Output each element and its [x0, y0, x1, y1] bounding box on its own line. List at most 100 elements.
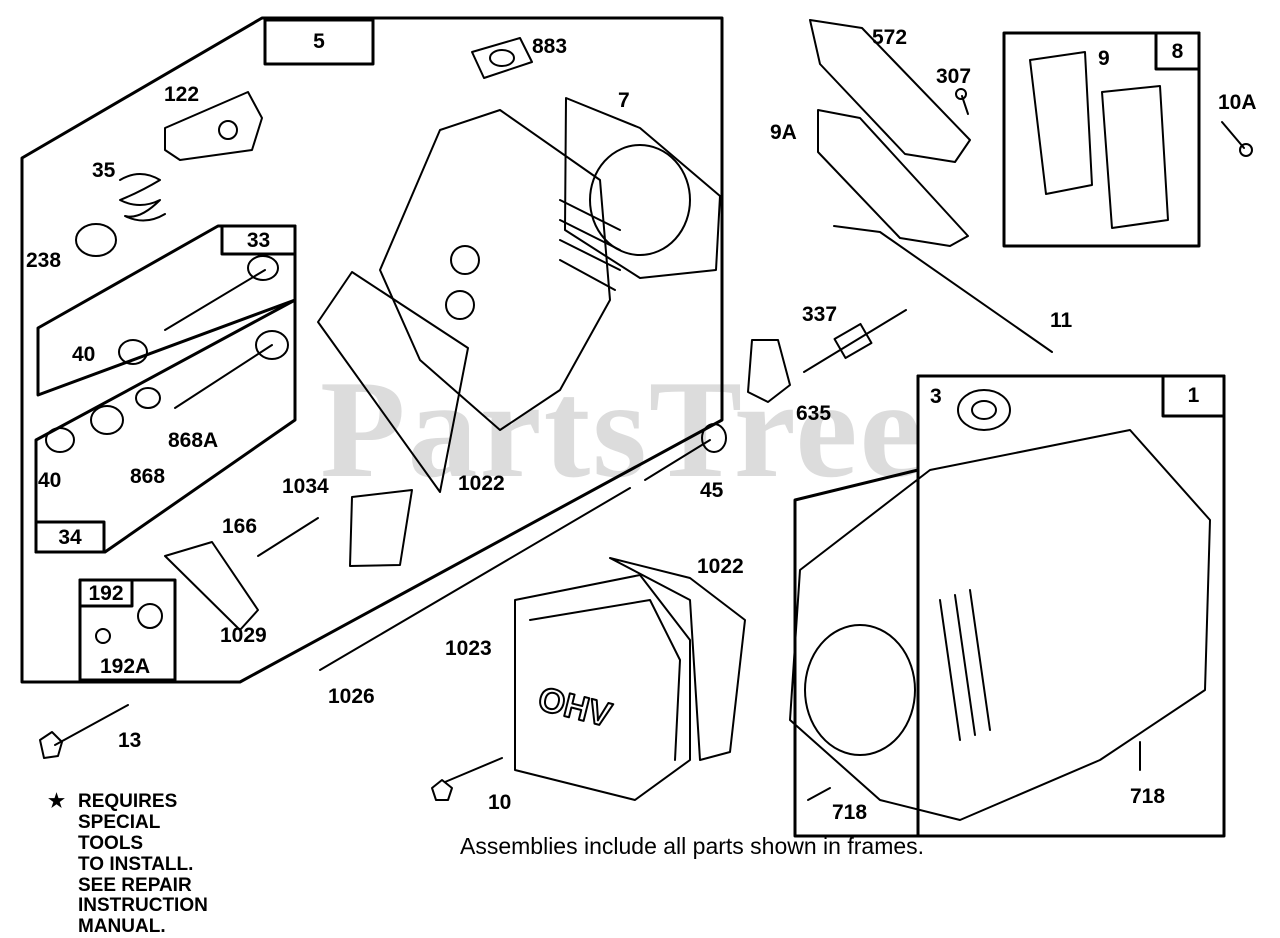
label-572: 572 [872, 26, 908, 49]
rocker-gasket-1022-a [317, 271, 469, 493]
screw-10A [1221, 121, 1245, 149]
head-gasket-7-shape [564, 97, 721, 279]
retainer-40-lower [45, 427, 75, 453]
tube-45-flange [701, 423, 727, 453]
rocker-cover-1023 [514, 574, 691, 801]
frame-5-label: 5 [313, 30, 325, 53]
frame-34-tab [34, 520, 106, 554]
rocker-arm-1029 [164, 541, 259, 631]
frame-5-tab [263, 18, 375, 66]
label-718-right: 718 [1130, 785, 1166, 808]
part-192A-pin [95, 628, 111, 644]
label-883: 883 [532, 35, 568, 58]
label-40-upper: 40 [72, 343, 96, 366]
frame-34-label: 34 [58, 526, 82, 549]
bolt-13-shank [54, 704, 129, 746]
valve-lower-stem [174, 344, 273, 409]
frame-33-label: 33 [246, 229, 271, 252]
note-line-1: REQUIRES SPECIAL TOOLS [78, 791, 178, 854]
label-10: 10 [488, 791, 512, 814]
label-35: 35 [92, 159, 116, 182]
frame-5-outline [20, 16, 724, 684]
gasket-572 [809, 19, 971, 163]
spark-plug-337 [803, 309, 907, 373]
screw-307-head [955, 88, 967, 100]
bolt-10-head [431, 779, 453, 801]
cylinder-head-shape [379, 109, 611, 431]
note-line-2: TO INSTALL. SEE REPAIR [78, 853, 194, 896]
engine-block-shape [789, 429, 1211, 821]
head-valve-seat-2 [445, 290, 475, 320]
seal-3-inner [971, 400, 997, 420]
frame-1-outline [916, 374, 1226, 838]
label-1029: 1029 [220, 624, 267, 647]
label-13: 13 [118, 729, 142, 752]
label-3: 3 [930, 385, 942, 408]
frame-1-tab [1161, 374, 1226, 418]
gasket-9 [1029, 51, 1093, 195]
washer-868A [135, 387, 161, 409]
label-635: 635 [796, 402, 832, 425]
frame-1-label: 1 [1187, 384, 1200, 407]
frame-8-tab [1154, 31, 1201, 71]
gasket-883-hole [489, 49, 515, 67]
label-166: 166 [222, 515, 258, 538]
bolt-10-shank [444, 757, 503, 783]
pushrod-1026 [319, 487, 631, 671]
breather-8 [1101, 85, 1169, 229]
diagram-artwork: OHV [20, 16, 1253, 838]
gasket-883-shape [471, 37, 533, 79]
label-1034: 1034 [282, 475, 329, 498]
valve-lower-head [255, 330, 289, 360]
head-gasket-7-bore [589, 144, 691, 256]
label-337: 337 [802, 303, 838, 326]
assemblies-footnote: Assemblies include all parts shown in fr… [460, 833, 925, 859]
label-192A: 192A [100, 655, 151, 678]
label-10A: 10A [1218, 91, 1257, 114]
bracket-122-shape [164, 91, 263, 161]
screw-10A-head [1239, 143, 1253, 157]
frame-1-left-wall [793, 374, 920, 838]
label-868: 868 [130, 465, 166, 488]
seal-3 [957, 389, 1011, 431]
rocker-cover-inner [529, 599, 681, 761]
label-1026: 1026 [328, 685, 375, 708]
frame-8-outline [1002, 31, 1201, 248]
label-122: 122 [164, 83, 200, 106]
head-valve-seat-1 [450, 245, 480, 275]
spark-plug-337-hex [833, 322, 873, 360]
stud-166 [257, 517, 319, 557]
parts-diagram: PartsTree [20, 16, 1257, 937]
label-1022-upper: 1022 [458, 472, 505, 495]
gasket-9A [817, 109, 969, 247]
frame-8-label: 8 [1171, 40, 1184, 63]
label-868A: 868A [168, 429, 219, 452]
cylinder-head-fins [559, 199, 621, 291]
frame-33-tab [220, 224, 297, 256]
rocker-gasket-1022-b [609, 557, 746, 761]
label-40-lower: 40 [38, 469, 62, 492]
label-1023: 1023 [445, 637, 492, 660]
valve-33-stem [164, 269, 266, 331]
engine-block-bore [804, 624, 916, 756]
label-9: 9 [1098, 47, 1110, 70]
valve-33-head [247, 255, 279, 281]
label-9A: 9A [770, 121, 797, 144]
spring-35-coils [119, 173, 166, 222]
tube-45 [644, 439, 711, 481]
note-line-3: INSTRUCTION MANUAL. [78, 895, 208, 938]
bracket-122-hole [218, 120, 238, 140]
label-11: 11 [1050, 309, 1073, 332]
label-307: 307 [936, 65, 972, 88]
engine-block-fins [939, 589, 991, 741]
frame-192-tab [78, 578, 134, 608]
label-45: 45 [700, 479, 724, 502]
star-icon: ★ [48, 791, 66, 812]
label-7: 7 [618, 89, 630, 112]
pin-718-left [807, 787, 831, 801]
elbow-635 [747, 339, 791, 403]
label-238: 238 [26, 249, 62, 272]
plate-1034 [349, 489, 413, 567]
bolt-13-head [39, 731, 63, 759]
seal-868 [90, 405, 124, 435]
